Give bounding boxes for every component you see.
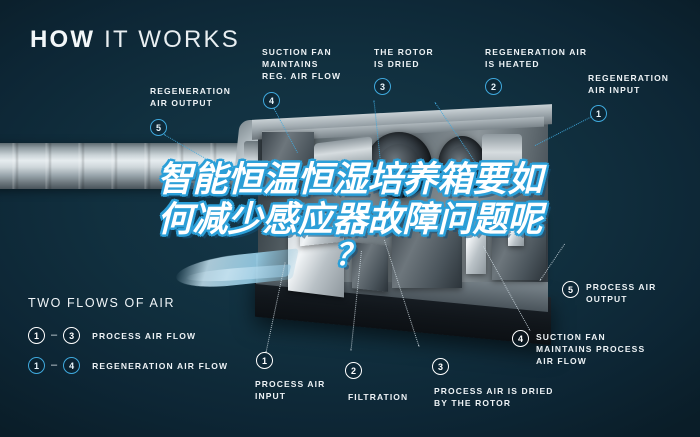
callout-number-4-regeneration: 4 [263, 92, 280, 109]
left-air-duct [0, 143, 258, 189]
legend-number-to-3: 3 [63, 327, 81, 344]
callout-number-1-process: 1 [256, 352, 273, 369]
page-title-bold: HOW [30, 26, 96, 53]
legend-dash-process: – [51, 329, 58, 341]
secondary-rotor [438, 136, 486, 194]
callout-number-3-rotor: 3 [374, 78, 391, 95]
callout-filtration: FILTRATION [348, 392, 409, 402]
callout-process-air-dried: PROCESS AIR IS DRIED BY THE ROTOR [434, 386, 554, 409]
callout-number-4-process: 4 [512, 330, 529, 347]
callout-regeneration-air-output: REGENERATION AIR OUTPUT [150, 86, 232, 109]
page-title: HOW IT WORKS [30, 26, 240, 54]
page-title-light: IT WORKS [95, 26, 240, 53]
legend-dash-regeneration: – [51, 359, 58, 371]
legend-number-to-4-blue: 4 [63, 357, 81, 374]
legend-number-from-1: 1 [28, 327, 45, 344]
desiccant-rotor [366, 132, 432, 198]
callout-regeneration-air-input: REGENERATION AIR INPUT [588, 73, 670, 96]
inlet-hood [262, 132, 314, 194]
callout-rotor-is-dried: THE ROTOR IS DRIED [374, 47, 434, 70]
access-door [466, 218, 486, 274]
legend-row-process-air: 1 – 3 PROCESS AIR FLOW [28, 327, 196, 344]
callout-suction-fan-process: SUCTION FAN MAINTAINS PROCESS AIR FLOW [536, 332, 646, 367]
legend-row-regeneration-air: 1 – 4 REGENERATION AIR FLOW [28, 357, 228, 374]
callout-number-5-process: 5 [562, 281, 579, 298]
legend-number-from-1-blue: 1 [28, 357, 45, 374]
callout-number-2-heated: 2 [485, 78, 502, 95]
callout-number-5-regeneration: 5 [150, 119, 167, 136]
callout-suction-fan-reg: SUCTION FAN MAINTAINS REG. AIR FLOW [262, 47, 342, 82]
filter-panel-mid [300, 211, 342, 247]
rotor-housing [392, 214, 462, 288]
callout-process-air-output: PROCESS AIR OUTPUT [586, 282, 657, 305]
callout-number-3-process: 3 [432, 358, 449, 375]
legend-label-process-air-flow: PROCESS AIR FLOW [92, 330, 197, 341]
callout-regeneration-air-heated: REGENERATION AIR IS HEATED [485, 47, 588, 70]
suction-fan-duct [314, 136, 372, 178]
control-box [508, 222, 524, 246]
callout-number-1-regeneration: 1 [590, 105, 607, 122]
heater-duct [482, 134, 522, 186]
callout-number-2-process: 2 [345, 362, 362, 379]
legend-label-regeneration-air-flow: REGENERATION AIR FLOW [92, 360, 229, 371]
legend-title: TWO FLOWS OF AIR [28, 296, 176, 310]
callout-process-air-input: PROCESS AIR INPUT [255, 379, 326, 402]
